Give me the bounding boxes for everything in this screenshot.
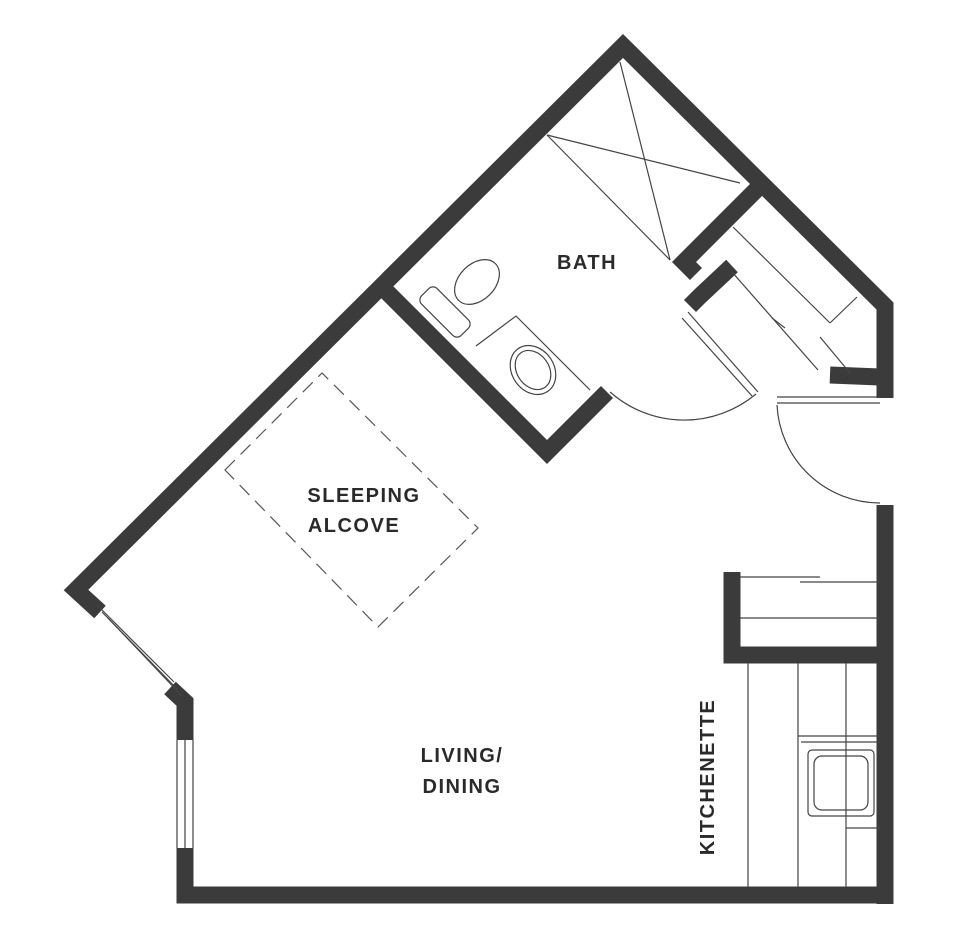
- closet-shelving: [731, 226, 858, 374]
- kitchen-sink: [807, 749, 875, 817]
- wall-corner-pier: [164, 681, 194, 740]
- kitchen-counter: [747, 663, 880, 887]
- label-kitchenette: KITCHENETTE: [697, 699, 719, 856]
- window-diagonal: [95, 603, 183, 697]
- bath-door[interactable]: [609, 311, 759, 421]
- closet-shelves: [740, 576, 880, 619]
- vanity-sink: [475, 315, 591, 396]
- window-west: [176, 740, 194, 848]
- shower: [546, 61, 741, 261]
- label-bath: BATH: [557, 252, 617, 274]
- bath-wall: [376, 281, 614, 465]
- kitchen-closet-wall: [723, 572, 880, 664]
- closet-jog-wall: [683, 259, 738, 313]
- exterior-wall-south: [176, 848, 893, 904]
- label-living: LIVING/: [421, 745, 504, 767]
- label-alcove: ALCOVE: [308, 515, 400, 537]
- label-sleeping: SLEEPING: [307, 485, 420, 507]
- exterior-wall-north: [63, 34, 894, 619]
- entry-door[interactable]: [776, 396, 881, 504]
- sleeping-alcove-outline: [224, 372, 479, 628]
- closet-bottom-wall: [829, 366, 881, 386]
- closet-divider-wall: [671, 181, 765, 281]
- label-dining: DINING: [423, 776, 502, 798]
